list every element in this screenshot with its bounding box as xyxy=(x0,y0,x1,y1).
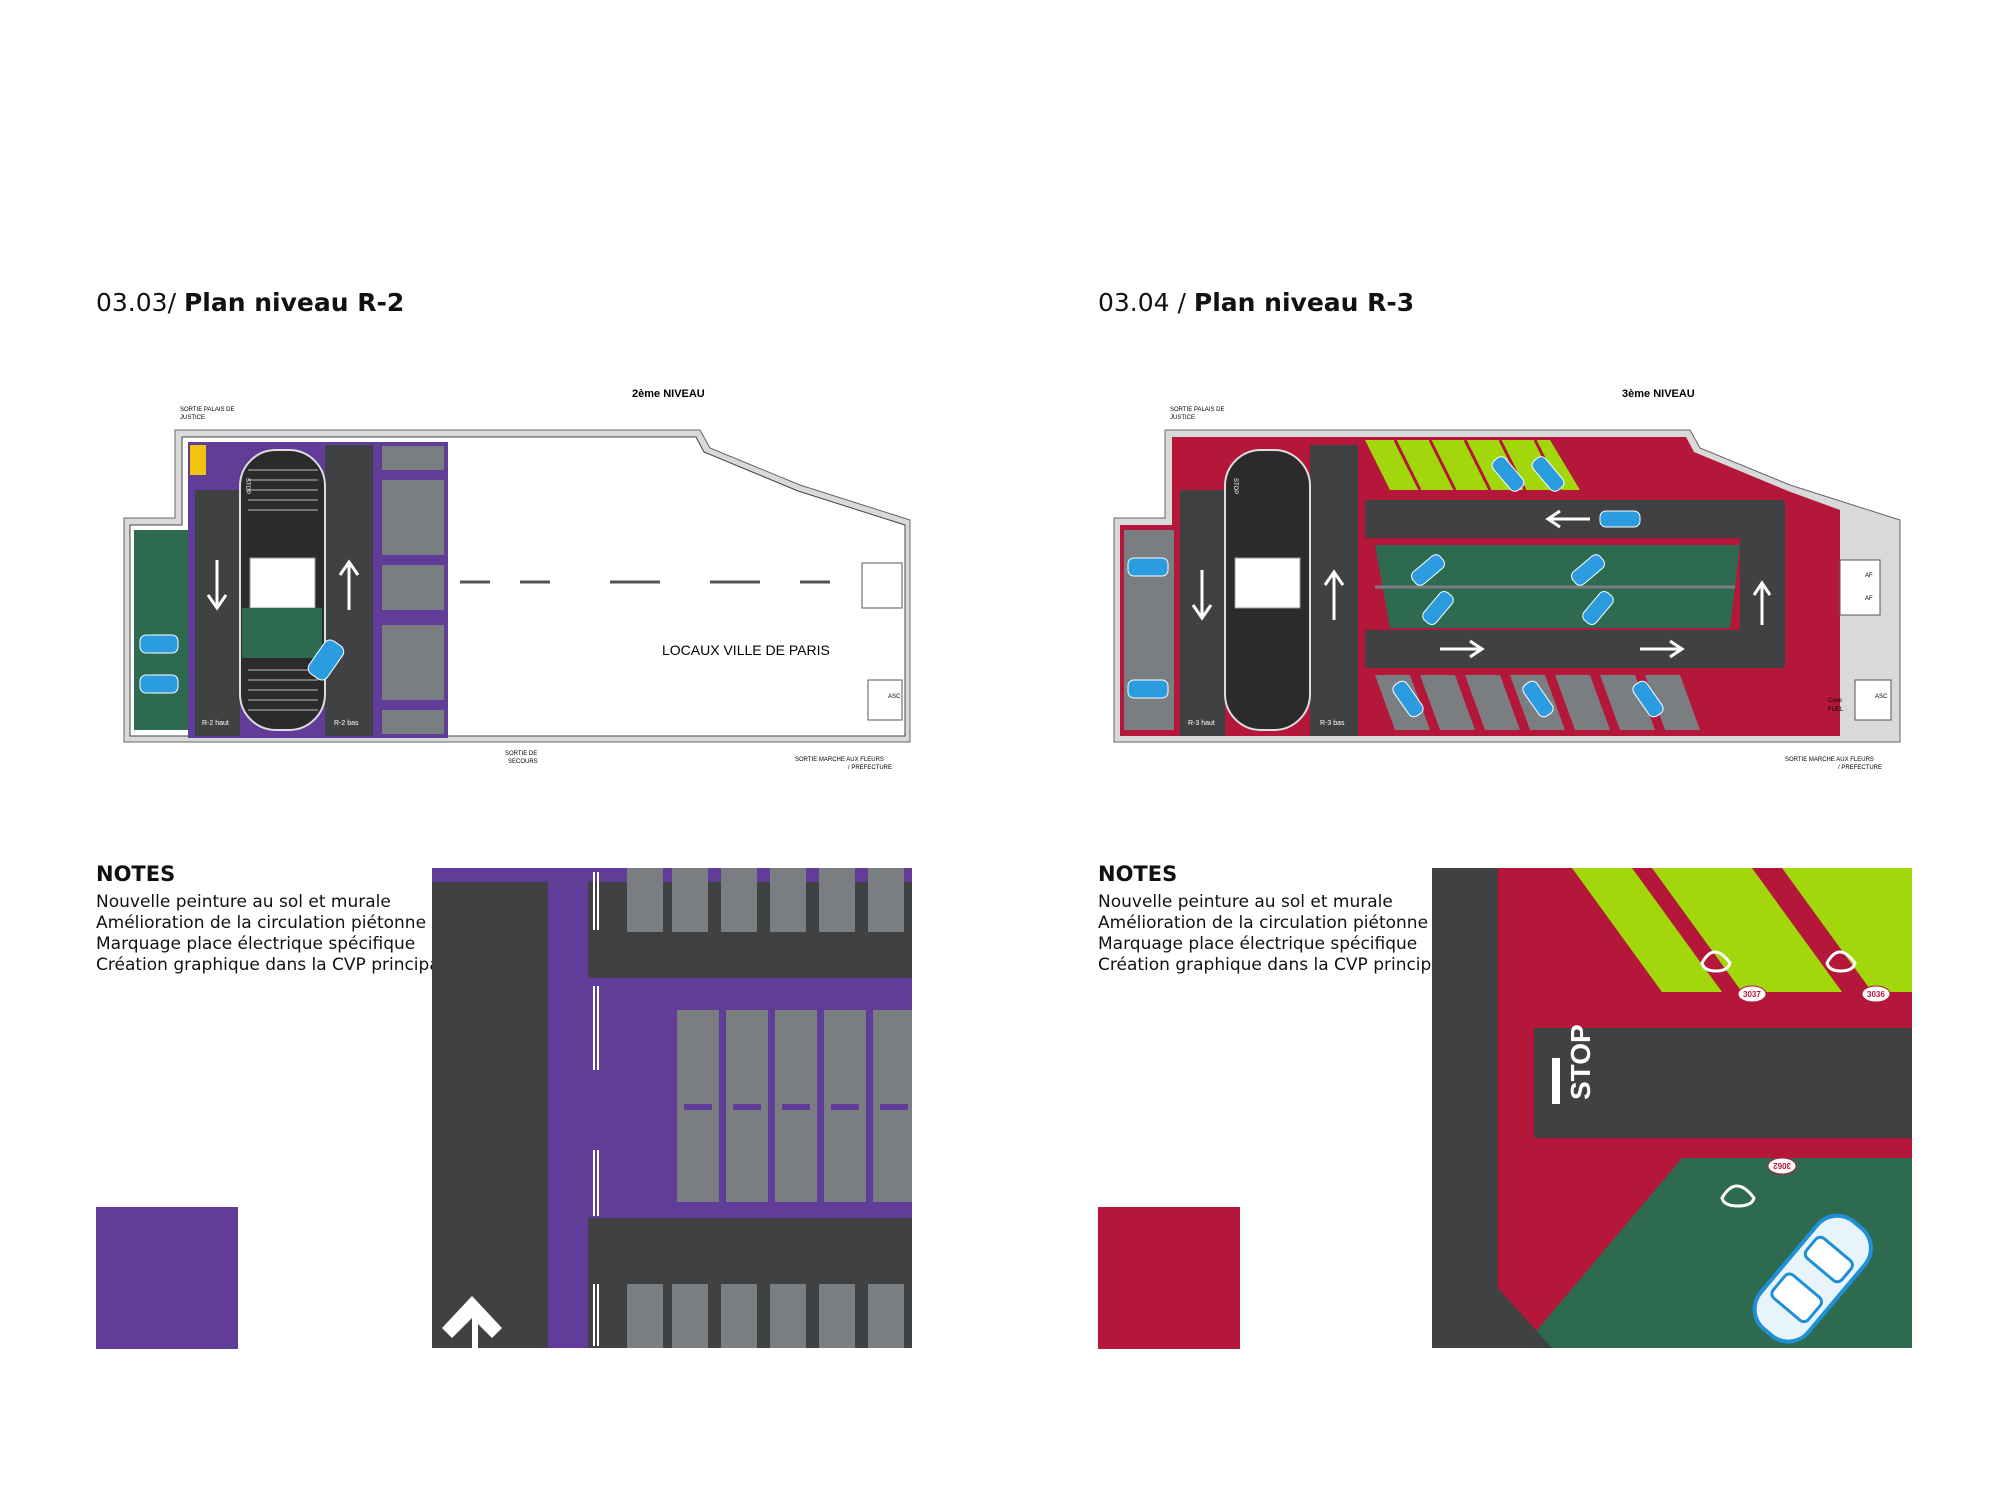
detail-r3-space-c: 3062 xyxy=(1773,1161,1791,1170)
right-note-4: Création graphique dans la CVP principal… xyxy=(1098,955,1457,975)
plan-r3: 3ème NIVEAU SORTIE PALAIS DE JUSTICE xyxy=(1113,388,1901,771)
detail-r3-asphalt-left xyxy=(1432,868,1498,1348)
plan-r3-af-room xyxy=(1839,559,1881,616)
plan-r3-arrow-left xyxy=(1545,509,1590,529)
plan-r3-exit-right-2: / PREFECTURE xyxy=(1838,765,1882,771)
plan-r3-level-label: 3ème NIVEAU xyxy=(1622,388,1695,400)
detail-r3-ev-icon-bottom xyxy=(1720,1184,1756,1208)
right-color-swatch xyxy=(1098,1207,1240,1349)
detail-r3-lime-space-2 xyxy=(1652,868,1842,992)
right-section-title: 03.04 / Plan niveau R-3 xyxy=(1098,288,1414,317)
plan-r2-parking-grid xyxy=(382,446,444,734)
plan-r2-stop: STOP xyxy=(244,478,250,494)
detail-r2-arrow-up xyxy=(442,1296,502,1348)
left-note-4: Création graphique dans la CVP principal… xyxy=(96,955,455,975)
plan-r2-blue-car xyxy=(307,639,345,681)
detail-r3-blue-car xyxy=(1752,1213,1873,1344)
plan-r3-asc xyxy=(1854,679,1892,721)
plan-r3-ev-lime xyxy=(1365,440,1580,490)
detail-r3-lime-space-1 xyxy=(1572,868,1722,992)
plan-r3-arrow-right-2 xyxy=(1640,639,1685,659)
plan-r2-locaux: LOCAUX VILLE DE PARIS xyxy=(662,642,830,658)
plan-r3-arrow-up-right xyxy=(1752,580,1772,625)
right-title-prefix: 03.04 / xyxy=(1098,288,1186,317)
plan-r3-ramp-core xyxy=(1234,557,1301,609)
left-note-1: Nouvelle peinture au sol et murale xyxy=(96,892,391,912)
plan-r3-ramp-down: R-3 bas xyxy=(1320,720,1345,727)
right-title-bold: Plan niveau R-3 xyxy=(1193,288,1415,317)
detail-r3-stop-aisle xyxy=(1534,1028,1912,1138)
detail-r3-stop-line xyxy=(1552,1058,1560,1104)
plan-r3-arrow-down xyxy=(1191,570,1213,621)
detail-r3-ev-icons-top xyxy=(1700,950,1857,973)
plan-r3-left-cars xyxy=(1127,557,1169,699)
plan-r3-fuel: FUEL xyxy=(1828,707,1844,713)
plan-r3-exit-top-1: SORTIE PALAIS DE xyxy=(1170,407,1224,413)
left-notes-heading: NOTES xyxy=(96,862,176,886)
plan-r3-aisle-bottom xyxy=(1365,630,1785,668)
detail-r2-purple-walkway xyxy=(548,868,588,1348)
plan-r2-ramp-down: R-2 bas xyxy=(334,720,359,727)
detail-r3-corner xyxy=(1498,1288,1552,1348)
plan-r3-arrow-up xyxy=(1323,569,1345,620)
detail-r2-space-marks xyxy=(684,1104,908,1110)
detail-r2-pedestrian-marks xyxy=(593,872,599,1346)
plan-r2-room xyxy=(861,562,903,609)
plan-r3-exit-top-2: JUSTICE xyxy=(1170,415,1195,421)
plan-r2-asc xyxy=(867,679,903,721)
plan-r3-af-1: AF xyxy=(1865,573,1873,579)
plan-r2-ramp-lines xyxy=(248,469,318,711)
detail-r3-lime-space-3 xyxy=(1782,868,1912,992)
left-section-title: 03.03/ Plan niveau R-2 xyxy=(96,288,404,317)
detail-r2-spaces-top xyxy=(627,868,904,932)
left-title-prefix: 03.03/ xyxy=(96,288,176,317)
plan-r2-exit-top-2: JUSTICE xyxy=(180,415,205,421)
plan-r3-arrow-right-1 xyxy=(1440,639,1485,659)
plan-r3-ramp-up: R-3 haut xyxy=(1188,720,1215,727)
plan-r3-bottom-cars xyxy=(1392,456,1664,718)
right-notes-list: Nouvelle peinture au sol et murale Améli… xyxy=(1098,892,1457,976)
plan-r2-lane-left xyxy=(195,490,240,736)
plan-r2-arrow-up xyxy=(338,559,360,610)
plan-r2-exit-bottom-1: SORTIE DE xyxy=(505,751,537,757)
detail-r3: 3037 3036 STOP 3062 xyxy=(1432,868,1912,1348)
plan-r2-exit-right-1: SORTIE MARCHE AUX FLEURS xyxy=(795,757,884,763)
plan-r3-asc-label: ASC xyxy=(1875,694,1888,700)
plan-r2-exit-bottom-2: SECOURS xyxy=(508,759,538,765)
detail-r3-space-numbers: 3037 3036 xyxy=(1737,985,1891,1003)
plan-r2-asc-label: ASC xyxy=(888,694,901,700)
detail-r3-stop: STOP xyxy=(1565,1024,1596,1100)
detail-r2 xyxy=(432,868,912,1348)
right-note-2: Amélioration de la circulation piétonne xyxy=(1098,913,1429,933)
plan-r3-blue-car-aisle xyxy=(1599,510,1641,528)
plan-r3-stop: STOP xyxy=(1232,478,1238,494)
plan-r2-exit-right-2: / PREFECTURE xyxy=(848,765,892,771)
plan-r2-ramp-green xyxy=(242,608,322,658)
plan-r2: 2ème NIVEAU SORTIE PALAIS DE JUSTICE STO… xyxy=(123,388,911,771)
right-notes-heading: NOTES xyxy=(1098,862,1178,886)
left-note-3: Marquage place électrique spécifique xyxy=(96,934,416,954)
detail-r2-spaces-bottom xyxy=(627,1284,904,1348)
plan-r2-level-label: 2ème NIVEAU xyxy=(632,388,705,400)
right-note-1: Nouvelle peinture au sol et murale xyxy=(1098,892,1393,912)
plan-r3-exit-right-1: SORTIE MARCHE AUX FLEURS xyxy=(1785,757,1874,763)
left-title-bold: Plan niveau R-2 xyxy=(183,288,405,317)
detail-r3-space-c-badge xyxy=(1767,1157,1797,1175)
plan-r2-ev-strip xyxy=(134,530,192,730)
plan-r2-exit-top-1: SORTIE PALAIS DE xyxy=(180,407,234,413)
left-note-2: Amélioration de la circulation piétonne xyxy=(96,913,427,933)
left-notes-list: Nouvelle peinture au sol et murale Améli… xyxy=(96,892,455,976)
plan-r2-warning-hatch xyxy=(190,445,206,475)
plan-r2-arrow-down xyxy=(206,560,228,611)
plan-r2-ramp-up: R-2 haut xyxy=(202,720,229,727)
detail-r3-space-a: 3037 xyxy=(1743,990,1761,999)
right-note-3: Marquage place électrique spécifique xyxy=(1098,934,1418,954)
plan-r3-af-2: AF xyxy=(1865,596,1873,602)
plan-r3-cuve: Cuve xyxy=(1828,698,1843,704)
left-color-swatch xyxy=(96,1207,238,1349)
detail-r3-space-b: 3036 xyxy=(1867,990,1885,999)
plan-r3-island-cars xyxy=(1411,554,1614,625)
plan-r2-ramp-core xyxy=(249,557,316,609)
plan-r2-ev-cars xyxy=(139,634,179,694)
